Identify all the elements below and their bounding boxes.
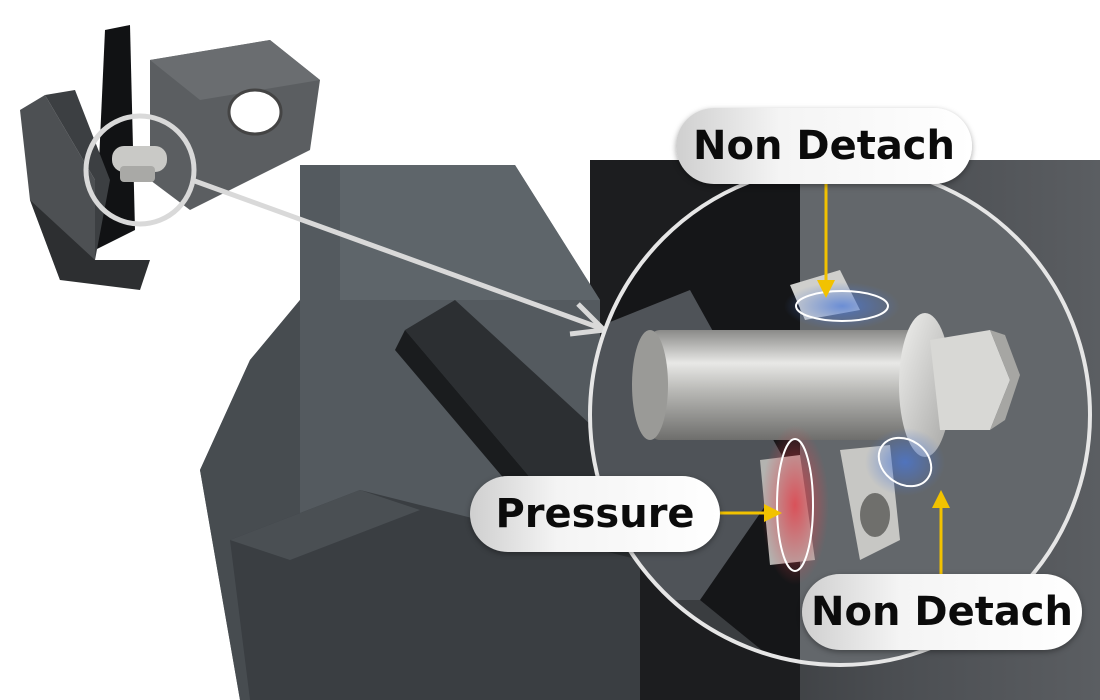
highlight-pressure bbox=[761, 425, 829, 585]
arrow-non-detach-bottom bbox=[932, 490, 950, 578]
non-detach-label-bottom: Non Detach bbox=[802, 574, 1082, 650]
arrow-pressure bbox=[720, 504, 782, 522]
highlight-side bbox=[865, 428, 945, 496]
mounting-block bbox=[200, 165, 640, 700]
arrow-non-detach-top bbox=[817, 175, 835, 298]
highlight-top bbox=[784, 282, 900, 330]
bracket-part bbox=[20, 25, 320, 290]
source-highlight bbox=[83, 113, 197, 227]
non-detach-label-top: Non Detach bbox=[676, 108, 972, 184]
pressure-label: Pressure bbox=[470, 476, 720, 552]
